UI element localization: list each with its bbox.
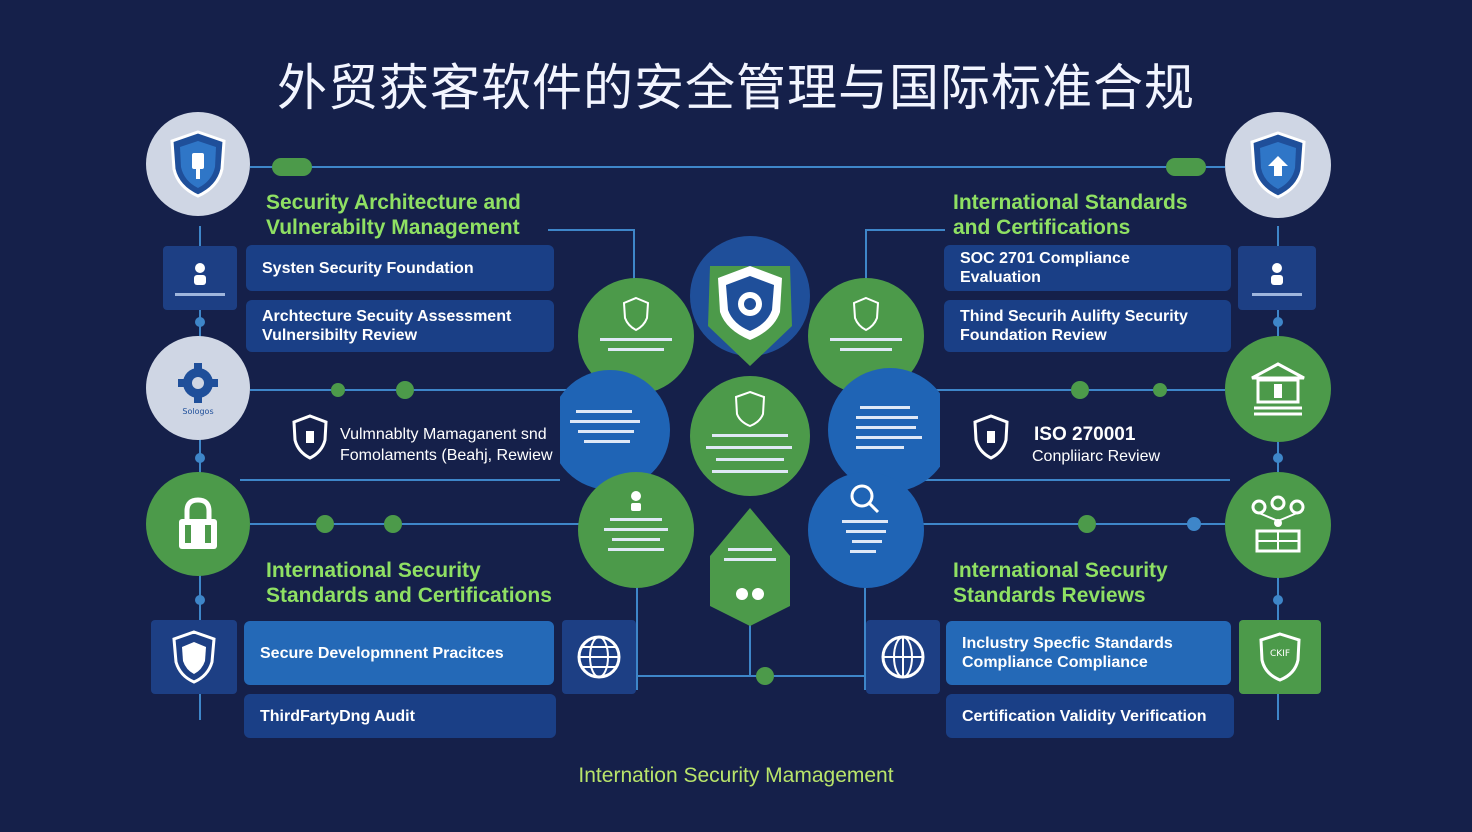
footer-caption: Internation Security Mamagement: [578, 764, 894, 787]
center-small-shield-icon-left: [622, 296, 650, 332]
shield-icon: [1250, 131, 1306, 199]
right-shield-badge: [1225, 112, 1331, 218]
left-shield-badge: [146, 112, 250, 216]
middle-shield-left-icon: [292, 414, 328, 460]
page-title: 外贸获客软件的安全管理与国际标准合规: [277, 59, 1195, 117]
shield-icon: [172, 630, 216, 684]
left-gear-badge: Sologos: [146, 336, 250, 440]
network-icon: [1251, 495, 1305, 553]
right-middle-title: ISO 270001: [1034, 424, 1136, 445]
left-middle-text: Vulmnablty Mamaganent snd Fomolaments (B…: [340, 426, 553, 464]
center-small-shield-icon-right: [852, 296, 880, 332]
right-building-badge: [1225, 336, 1331, 442]
gear-label: Sologos: [182, 406, 214, 416]
middle-shield-right-icon: [973, 414, 1009, 460]
right-globe-tile: [866, 620, 940, 694]
left-bottom-heading: International Security Standards and Cer…: [266, 559, 552, 607]
left-shield-tile: [151, 620, 237, 694]
right-top-heading: International Standards and Certificatio…: [953, 191, 1188, 239]
left-top-heading: Security Architecture and Vulnerabilty M…: [266, 191, 521, 239]
right-bottom-heading: International Security Standards Reviews: [953, 559, 1168, 607]
certificate-shield-icon: [1259, 632, 1301, 682]
user-icon: [1271, 262, 1283, 285]
center-search-icon: [850, 484, 874, 508]
right-badge-tile: CKIF: [1239, 620, 1321, 694]
building-icon: [1251, 362, 1305, 416]
user-icon: [194, 262, 206, 285]
shield-icon: [170, 130, 226, 198]
left-lock-badge: [146, 472, 250, 576]
left-box-architecture-assessment[interactable]: Archtecture Secuity Assessment Vulnersib…: [246, 300, 554, 352]
left-user-tile: [163, 246, 237, 310]
badge-label: CKIF: [1269, 649, 1291, 659]
right-network-badge: [1225, 472, 1331, 578]
lock-icon: [179, 497, 217, 549]
right-box-soc-compliance[interactable]: SOC 2701 Compliance Evaluation: [944, 245, 1231, 291]
right-middle-subtitle: Conpliiarc Review: [1032, 448, 1161, 465]
right-box-certification-validity[interactable]: Certification Validity Verification: [946, 694, 1234, 738]
left-box-third-party-audit[interactable]: ThirdFartyDng Audit: [244, 694, 556, 738]
globe-icon: [577, 635, 621, 679]
left-box-secure-development[interactable]: Secure Developmnent Pracitces: [244, 621, 554, 685]
right-user-tile: [1238, 246, 1316, 310]
globe-icon: [881, 635, 925, 679]
left-globe-tile: [562, 620, 636, 694]
left-box-system-security[interactable]: Systen Security Foundation: [246, 245, 554, 291]
right-box-industry-standards[interactable]: Inclustry Specfic Standards Compliance C…: [946, 621, 1231, 685]
gear-icon: [178, 362, 218, 403]
center-hub: [560, 236, 940, 626]
right-box-third-security[interactable]: Thind Securih Aulifty Security Foundatio…: [944, 300, 1231, 352]
center-small-shield-icon-mid: [734, 390, 766, 428]
